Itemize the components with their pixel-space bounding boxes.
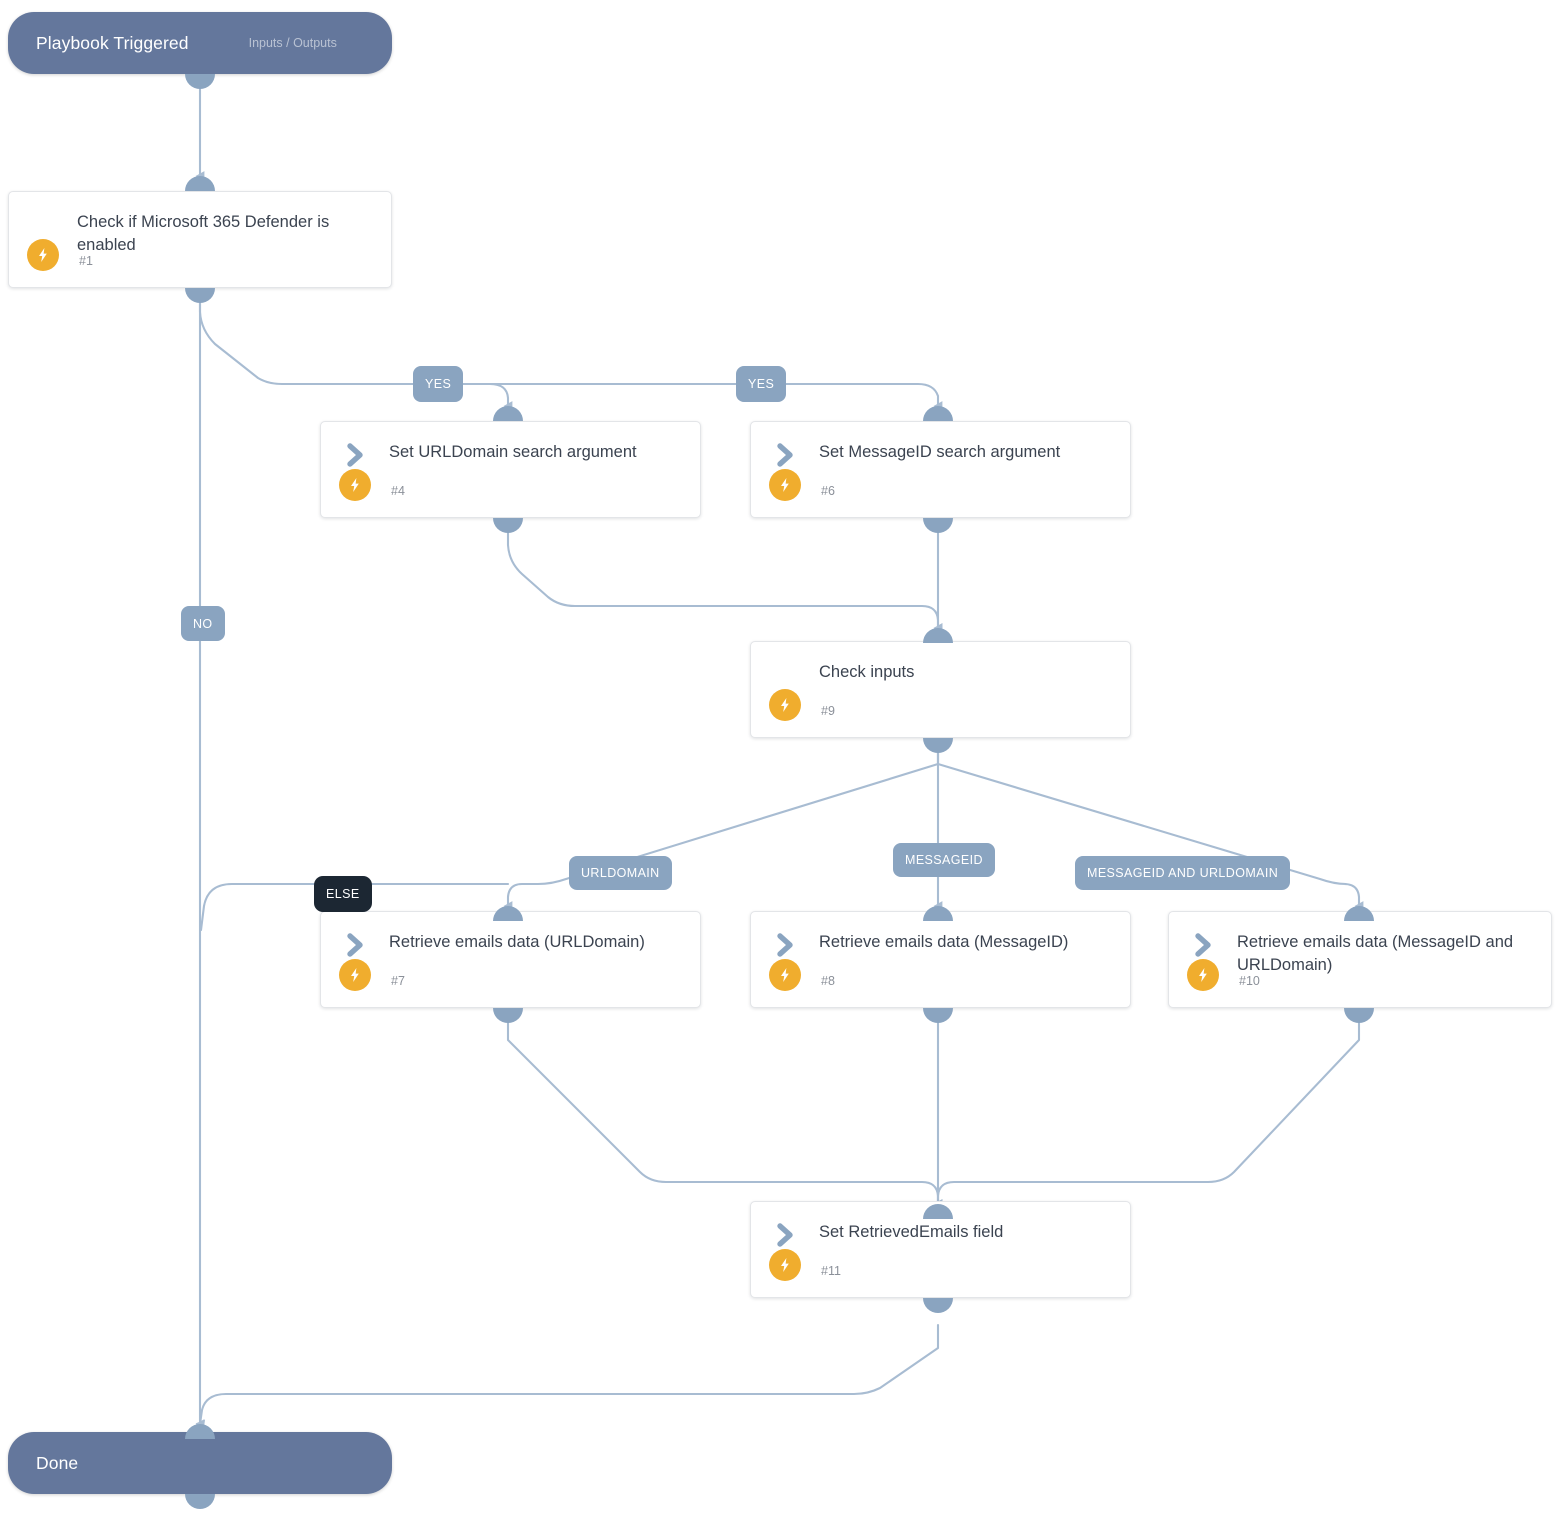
edge-yes-to-n4 [468,382,513,411]
node-retrieve-emails-messageid[interactable]: Retrieve emails data (MessageID) #8 [750,911,1131,1008]
port-n8-out [923,1008,953,1023]
playbook-triggered-title: Playbook Triggered [36,32,189,53]
edge-label-messageid-and-urldomain[interactable]: MESSAGEID AND URLDOMAIN [1075,856,1291,890]
playbook-triggered-subtitle: Inputs / Outputs [248,36,337,50]
edge-n10-to-n11 [933,1015,1361,1209]
node-title: Check if Microsoft 365 Defender is enabl… [77,213,330,254]
port-n7-out [493,1008,523,1023]
port-n8-in [923,906,953,921]
edge-n11-to-done [195,1323,940,1430]
node-title: Retrieve emails data (URLDomain) [389,933,645,951]
port-n10-in [1344,906,1374,921]
node-number: #9 [821,704,835,718]
automation-bolt-icon [769,1249,801,1281]
port-n6-in [923,406,953,421]
edge-n1-yes-feeder [198,295,943,411]
node-number: #4 [391,484,405,498]
node-title: Retrieve emails data (MessageID) [819,933,1069,951]
automation-bolt-icon [769,469,801,501]
port-n11-out [923,1298,953,1313]
node-done[interactable]: Done [8,1432,392,1494]
automation-bolt-icon [769,689,801,721]
chevron-right-icon [771,440,801,470]
node-title: Set RetrievedEmails field [819,1223,1004,1241]
node-title: Set URLDomain search argument [389,443,637,461]
node-retrieve-emails-messageid-and-urldomain[interactable]: Retrieve emails data (MessageID and URLD… [1168,911,1552,1008]
automation-bolt-icon [1187,959,1219,991]
chevron-right-icon [1189,930,1219,960]
chevron-right-icon [341,930,371,960]
diamond-icon [29,210,59,240]
port-n4-in [493,406,523,421]
port-done-in [185,1424,215,1439]
node-title: Retrieve emails data (MessageID and URLD… [1237,933,1514,974]
edge-label-yes-1[interactable]: YES [413,366,464,402]
chevron-right-icon [341,440,371,470]
node-title: Set MessageID search argument [819,443,1061,461]
automation-bolt-icon [339,959,371,991]
port-done-out [185,1494,215,1509]
node-playbook-triggered[interactable]: Playbook Triggered Inputs / Outputs [8,12,392,74]
port-n9-in [923,628,953,643]
automation-bolt-icon [27,239,59,271]
node-set-messageid-search-argument[interactable]: Set MessageID search argument #6 [750,421,1131,518]
node-set-urldomain-search-argument[interactable]: Set URLDomain search argument #4 [320,421,701,518]
node-number: #6 [821,484,835,498]
port-n4-out [493,518,523,533]
port-n10-out [1344,1008,1374,1023]
node-check-inputs[interactable]: Check inputs #9 [750,641,1131,738]
automation-bolt-icon [769,959,801,991]
done-title: Done [36,1452,79,1473]
port-n9-out [923,738,953,753]
node-title: Check inputs [819,663,915,681]
node-check-defender-enabled[interactable]: Check if Microsoft 365 Defender is enabl… [8,191,392,288]
node-number: #7 [391,974,405,988]
edge-label-yes-2[interactable]: YES [736,366,787,402]
port-n11-in [923,1204,953,1219]
edge-label-urldomain[interactable]: URLDOMAIN [569,856,672,890]
edge-label-else[interactable]: ELSE [314,876,372,912]
node-number: #1 [79,254,93,268]
edge-label-no[interactable]: NO [181,606,225,641]
automation-bolt-icon [339,469,371,501]
diamond-icon [771,660,801,690]
chevron-right-icon [771,930,801,960]
port-n7-in [493,906,523,921]
edge-n4-to-n9 [506,525,943,633]
edge-label-messageid[interactable]: MESSAGEID [893,843,995,877]
node-number: #10 [1239,974,1260,988]
edge-n7-to-n11 [506,1015,943,1209]
port-n1-out [185,288,215,303]
port-n1-in [185,176,215,191]
chevron-right-icon [771,1220,801,1250]
port-start-out [185,74,215,89]
node-number: #8 [821,974,835,988]
node-number: #11 [821,1264,841,1278]
node-retrieve-emails-urldomain[interactable]: Retrieve emails data (URLDomain) #7 [320,911,701,1008]
port-n6-out [923,518,953,533]
